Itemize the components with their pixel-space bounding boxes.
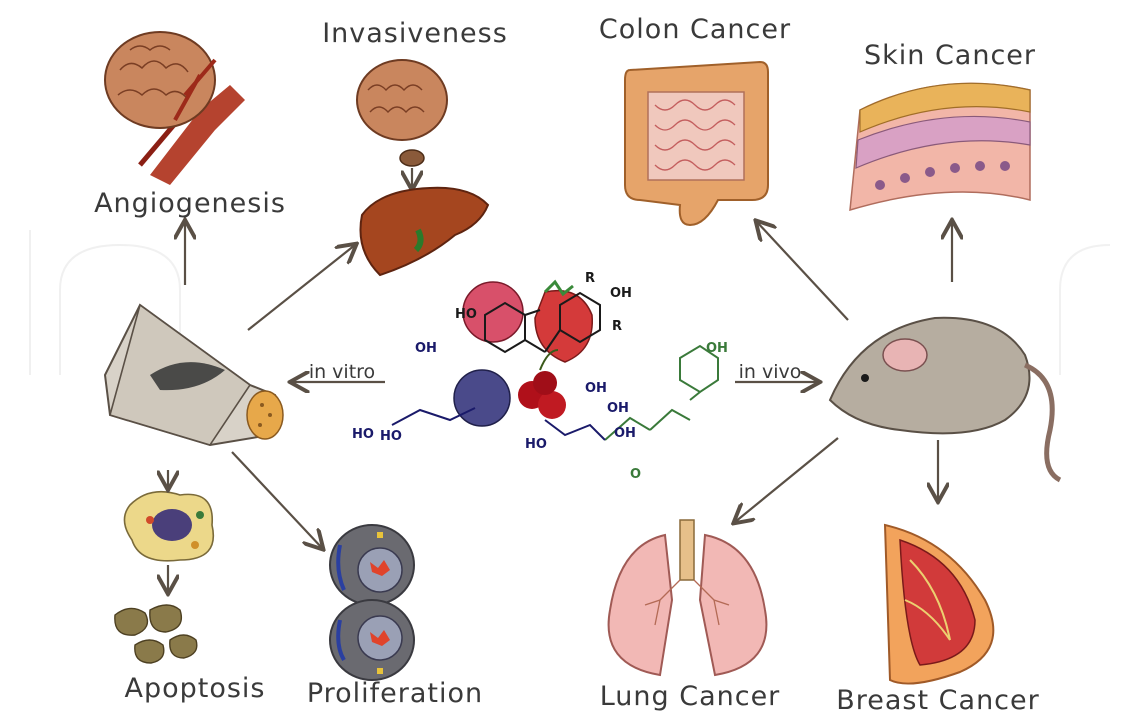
cell-culture-flask-icon — [105, 305, 283, 445]
oh-top: OH — [415, 341, 437, 356]
r1: R — [585, 271, 595, 286]
oh-ring: OH — [610, 286, 632, 301]
apoptosis-label: Apoptosis — [124, 673, 265, 704]
ho-sugar3: HO — [525, 437, 547, 452]
oh-sugar3: OH — [614, 426, 636, 441]
breast-icon — [885, 525, 993, 684]
in-vitro-label: in vitro — [309, 361, 375, 383]
mouse-icon — [830, 318, 1060, 480]
in-vivo-label: in vivo — [739, 361, 802, 383]
skin-cancer-label: Skin Cancer — [864, 40, 1036, 71]
tumor-liver-icon — [357, 60, 488, 275]
breast-cancer-label: Breast Cancer — [836, 685, 1040, 716]
o-ester: O — [630, 467, 641, 482]
berries-icon — [454, 282, 592, 426]
colon-cancer-label: Colon Cancer — [599, 14, 791, 45]
lungs-icon — [609, 520, 767, 675]
angiogenesis-icon — [105, 32, 245, 185]
ho-left: HO — [455, 307, 477, 322]
oh-sugar: OH — [585, 381, 607, 396]
ho-sugar1: HO — [352, 427, 374, 442]
skin-layers-icon — [850, 83, 1030, 210]
dividing-cell-icon — [330, 525, 414, 680]
angiogenesis-label: Angiogenesis — [94, 188, 286, 219]
apoptotic-cell-icon — [115, 470, 214, 663]
oh-phenol: OH — [706, 341, 728, 356]
r2: R — [612, 319, 622, 334]
invasiveness-label: Invasiveness — [322, 18, 508, 49]
ho-sugar2: HO — [380, 429, 402, 444]
proliferation-label: Proliferation — [307, 678, 483, 709]
colon-icon — [625, 62, 768, 225]
oh-sugar2: OH — [607, 401, 629, 416]
lung-cancer-label: Lung Cancer — [600, 681, 781, 712]
